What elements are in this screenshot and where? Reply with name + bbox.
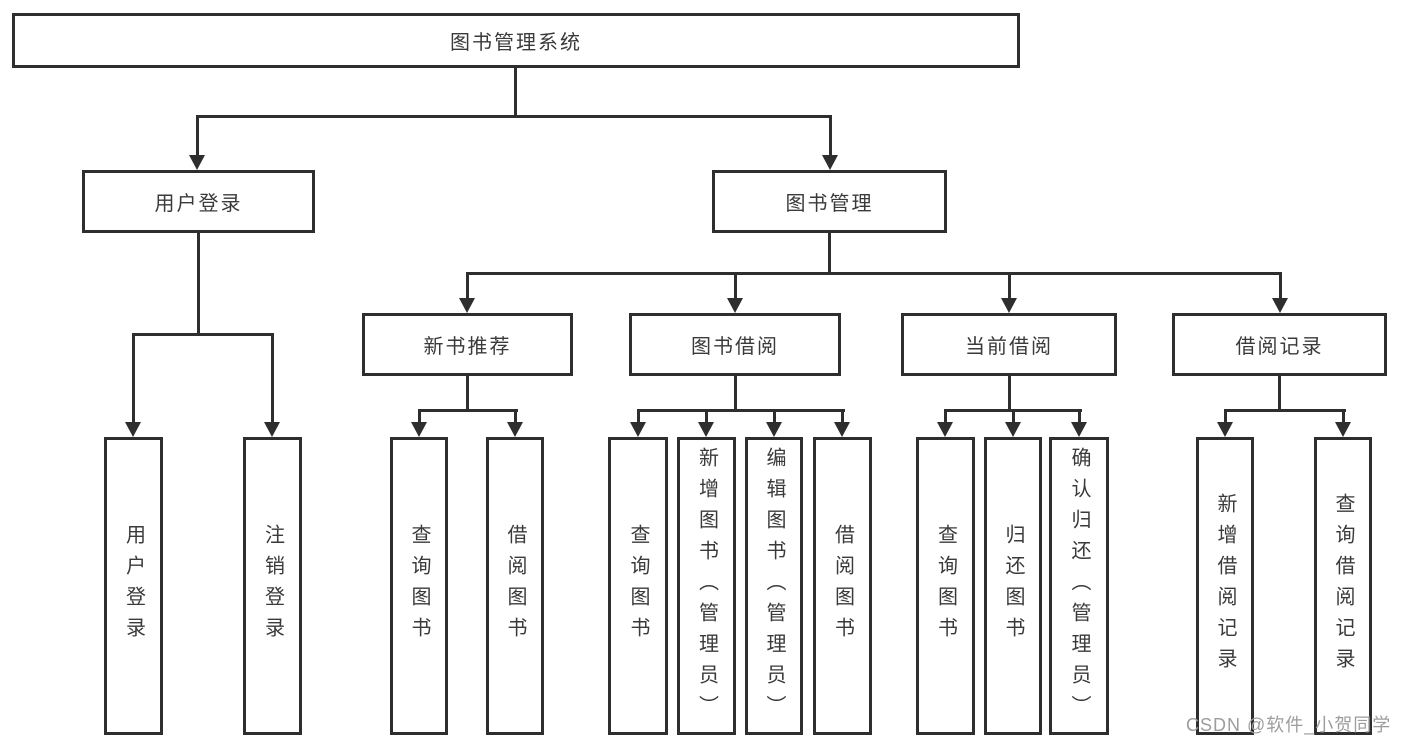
leaf-add-borrow-record-label: 新增借阅记录 — [1214, 493, 1236, 679]
leaf-user-login: 用户登录 — [104, 437, 163, 735]
leaf-confirm-return-admin-label: 确认归还（管理员） — [1068, 446, 1090, 726]
arrowhead-icon — [189, 155, 205, 170]
leaf-borrow-books-recommend-label: 借阅图书 — [504, 524, 526, 648]
leaf-confirm-return-admin: 确认归还（管理员） — [1049, 437, 1109, 735]
connector-line — [132, 333, 274, 336]
connector-line — [734, 272, 737, 298]
node-root: 图书管理系统 — [12, 13, 1020, 68]
connector-line — [196, 115, 199, 155]
leaf-query-borrow-record-label: 查询借阅记录 — [1332, 493, 1354, 679]
connector-line — [466, 272, 1282, 275]
arrowhead-icon — [766, 422, 782, 437]
leaf-query-books-current: 查询图书 — [916, 437, 975, 735]
leaf-query-books-borrow: 查询图书 — [608, 437, 668, 735]
node-user-login: 用户登录 — [82, 170, 315, 233]
leaf-user-login-label: 用户登录 — [122, 524, 145, 648]
arrowhead-icon — [727, 298, 743, 313]
connector-line — [1012, 409, 1015, 422]
leaf-edit-books-admin: 编辑图书（管理员） — [745, 437, 803, 735]
connector-line — [734, 376, 737, 412]
node-book-borrow: 图书借阅 — [629, 313, 841, 376]
connector-line — [1224, 409, 1346, 412]
leaf-borrow-books-label: 借阅图书 — [831, 524, 854, 648]
node-current-borrow: 当前借阅 — [901, 313, 1117, 376]
arrowhead-icon — [264, 422, 280, 437]
connector-line — [1008, 376, 1011, 412]
leaf-query-books-current-label: 查询图书 — [934, 524, 957, 648]
leaf-borrow-books-recommend: 借阅图书 — [486, 437, 544, 735]
node-book-borrow-label: 图书借阅 — [691, 336, 779, 358]
connector-line — [829, 115, 832, 155]
leaf-query-books-recommend-label: 查询图书 — [408, 524, 430, 648]
connector-line — [1278, 376, 1281, 412]
node-user-login-label: 用户登录 — [154, 193, 243, 215]
connector-line — [1008, 272, 1011, 298]
connector-line — [197, 233, 200, 336]
arrowhead-icon — [1005, 422, 1021, 437]
connector-line — [841, 409, 844, 422]
connector-line — [514, 409, 517, 422]
connector-line — [514, 68, 517, 118]
connector-line — [1078, 409, 1081, 422]
leaf-query-books-recommend: 查询图书 — [390, 437, 448, 735]
connector-line — [1279, 272, 1282, 298]
connector-line — [466, 272, 469, 298]
arrowhead-icon — [834, 422, 850, 437]
leaf-add-books-admin: 新增图书（管理员） — [677, 437, 736, 735]
connector-line — [196, 115, 832, 118]
node-borrow-records-label: 借阅记录 — [1235, 336, 1324, 358]
arrowhead-icon — [822, 155, 838, 170]
leaf-logout: 注销登录 — [243, 437, 302, 735]
leaf-logout-label: 注销登录 — [261, 524, 284, 648]
connector-line — [705, 409, 708, 422]
connector-line — [132, 333, 135, 422]
arrowhead-icon — [1001, 298, 1017, 313]
node-book-management: 图书管理 — [712, 170, 947, 233]
leaf-query-borrow-record: 查询借阅记录 — [1314, 437, 1372, 735]
arrowhead-icon — [1335, 422, 1351, 437]
connector-line — [418, 409, 518, 412]
node-new-book-recommend-label: 新书推荐 — [423, 336, 512, 358]
leaf-return-books: 归还图书 — [984, 437, 1042, 735]
leaf-add-borrow-record: 新增借阅记录 — [1196, 437, 1254, 735]
arrowhead-icon — [698, 422, 714, 437]
node-root-label: 图书管理系统 — [450, 32, 582, 54]
connector-line — [466, 376, 469, 412]
connector-line — [418, 409, 421, 422]
arrowhead-icon — [1071, 422, 1087, 437]
connector-line — [773, 409, 776, 422]
arrowhead-icon — [1217, 422, 1233, 437]
connector-line — [944, 409, 947, 422]
arrowhead-icon — [411, 422, 427, 437]
connector-line — [828, 233, 831, 275]
leaf-borrow-books: 借阅图书 — [813, 437, 872, 735]
connector-line — [1224, 409, 1227, 422]
arrowhead-icon — [630, 422, 646, 437]
arrowhead-icon — [125, 422, 141, 437]
node-book-management-label: 图书管理 — [785, 193, 874, 215]
node-current-borrow-label: 当前借阅 — [965, 336, 1053, 358]
connector-line — [637, 409, 845, 412]
node-new-book-recommend: 新书推荐 — [362, 313, 573, 376]
leaf-edit-books-admin-label: 编辑图书（管理员） — [763, 446, 785, 726]
connector-line — [637, 409, 640, 422]
arrowhead-icon — [459, 298, 475, 313]
node-borrow-records: 借阅记录 — [1172, 313, 1387, 376]
connector-line — [271, 333, 274, 422]
leaf-query-books-borrow-label: 查询图书 — [627, 524, 649, 648]
arrowhead-icon — [1272, 298, 1288, 313]
watermark-text: CSDN @软件_小贺同学 — [1186, 715, 1392, 735]
arrowhead-icon — [507, 422, 523, 437]
leaf-add-books-admin-label: 新增图书（管理员） — [695, 446, 718, 726]
arrowhead-icon — [937, 422, 953, 437]
connector-line — [1342, 409, 1345, 422]
leaf-return-books-label: 归还图书 — [1002, 524, 1024, 648]
